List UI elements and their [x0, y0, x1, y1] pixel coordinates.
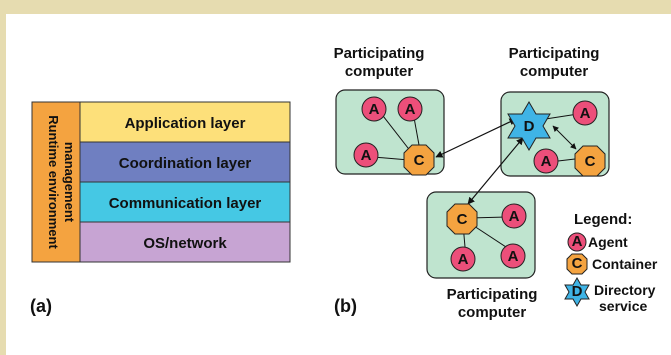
legend-container-icon [566, 253, 588, 275]
communication-layer-label: Communication layer [109, 195, 262, 212]
svg-text:C: C [457, 211, 468, 228]
runtime-management-bar [31, 101, 81, 263]
layer-stack: Runtime environment management Applicati… [31, 101, 291, 263]
agent-node: A [353, 142, 379, 168]
computer-1-label-line2: computer [345, 63, 414, 80]
coordination-layer-label: Coordination layer [119, 155, 252, 172]
agent-node: A [450, 246, 476, 272]
svg-text:A: A [405, 101, 416, 118]
computer-3-label-line2: computer [458, 304, 527, 321]
svg-text:D: D [524, 118, 535, 135]
legend-directory-label-line2: service [599, 298, 647, 314]
svg-text:A: A [361, 147, 372, 164]
agent-node: A [361, 96, 387, 122]
link-c3-directory [467, 137, 524, 205]
container-node: C [574, 145, 606, 177]
computer-1-label-line1: Participating [334, 45, 425, 62]
agent-node: A [533, 148, 559, 174]
legend-agent-icon [567, 232, 587, 252]
panel-b-label: (b) [334, 296, 357, 316]
svg-text:D: D [572, 283, 583, 300]
legend-agent-label: Agent [588, 234, 628, 250]
computer-2-label-line1: Participating [509, 45, 600, 62]
agent-node: A [397, 96, 423, 122]
legend-title: Legend: [574, 211, 632, 228]
svg-text:A: A [458, 251, 469, 268]
application-layer-label: Application layer [125, 115, 246, 132]
runtime-management-label-line1: Runtime environment [46, 115, 61, 249]
directory-node: D [507, 101, 551, 151]
svg-text:A: A [572, 233, 583, 250]
runtime-management-label-line2: management [62, 142, 77, 223]
agent-node: A [572, 100, 598, 126]
computer-3-label-line1: Participating [447, 286, 538, 303]
os-network-layer [79, 221, 291, 263]
svg-text:A: A [369, 101, 380, 118]
container-node: C [403, 144, 435, 176]
svg-text:A: A [541, 153, 552, 170]
figure-frame: Runtime environment management Applicati… [6, 14, 671, 355]
container-node: C [446, 203, 478, 235]
legend-container-label: Container [592, 256, 658, 272]
agent-node: A [501, 203, 527, 229]
panel-a-label: (a) [30, 296, 52, 316]
architecture-diagram: Runtime environment management Applicati… [30, 45, 658, 321]
svg-text:C: C [572, 255, 583, 272]
legend-directory-label-line1: Directory [594, 282, 656, 298]
computer-2-label-line2: computer [520, 63, 589, 80]
coordination-layer [79, 141, 291, 183]
svg-text:A: A [580, 105, 591, 122]
svg-text:A: A [509, 208, 520, 225]
agent-node: A [500, 243, 526, 269]
svg-text:A: A [508, 248, 519, 265]
legend: Legend: A Agent C Container D Directory … [564, 211, 658, 314]
svg-text:C: C [414, 152, 425, 169]
application-layer [79, 101, 291, 143]
svg-text:C: C [585, 153, 596, 170]
legend-directory-icon [564, 276, 590, 308]
communication-layer [79, 181, 291, 223]
os-network-layer-label: OS/network [143, 235, 227, 252]
